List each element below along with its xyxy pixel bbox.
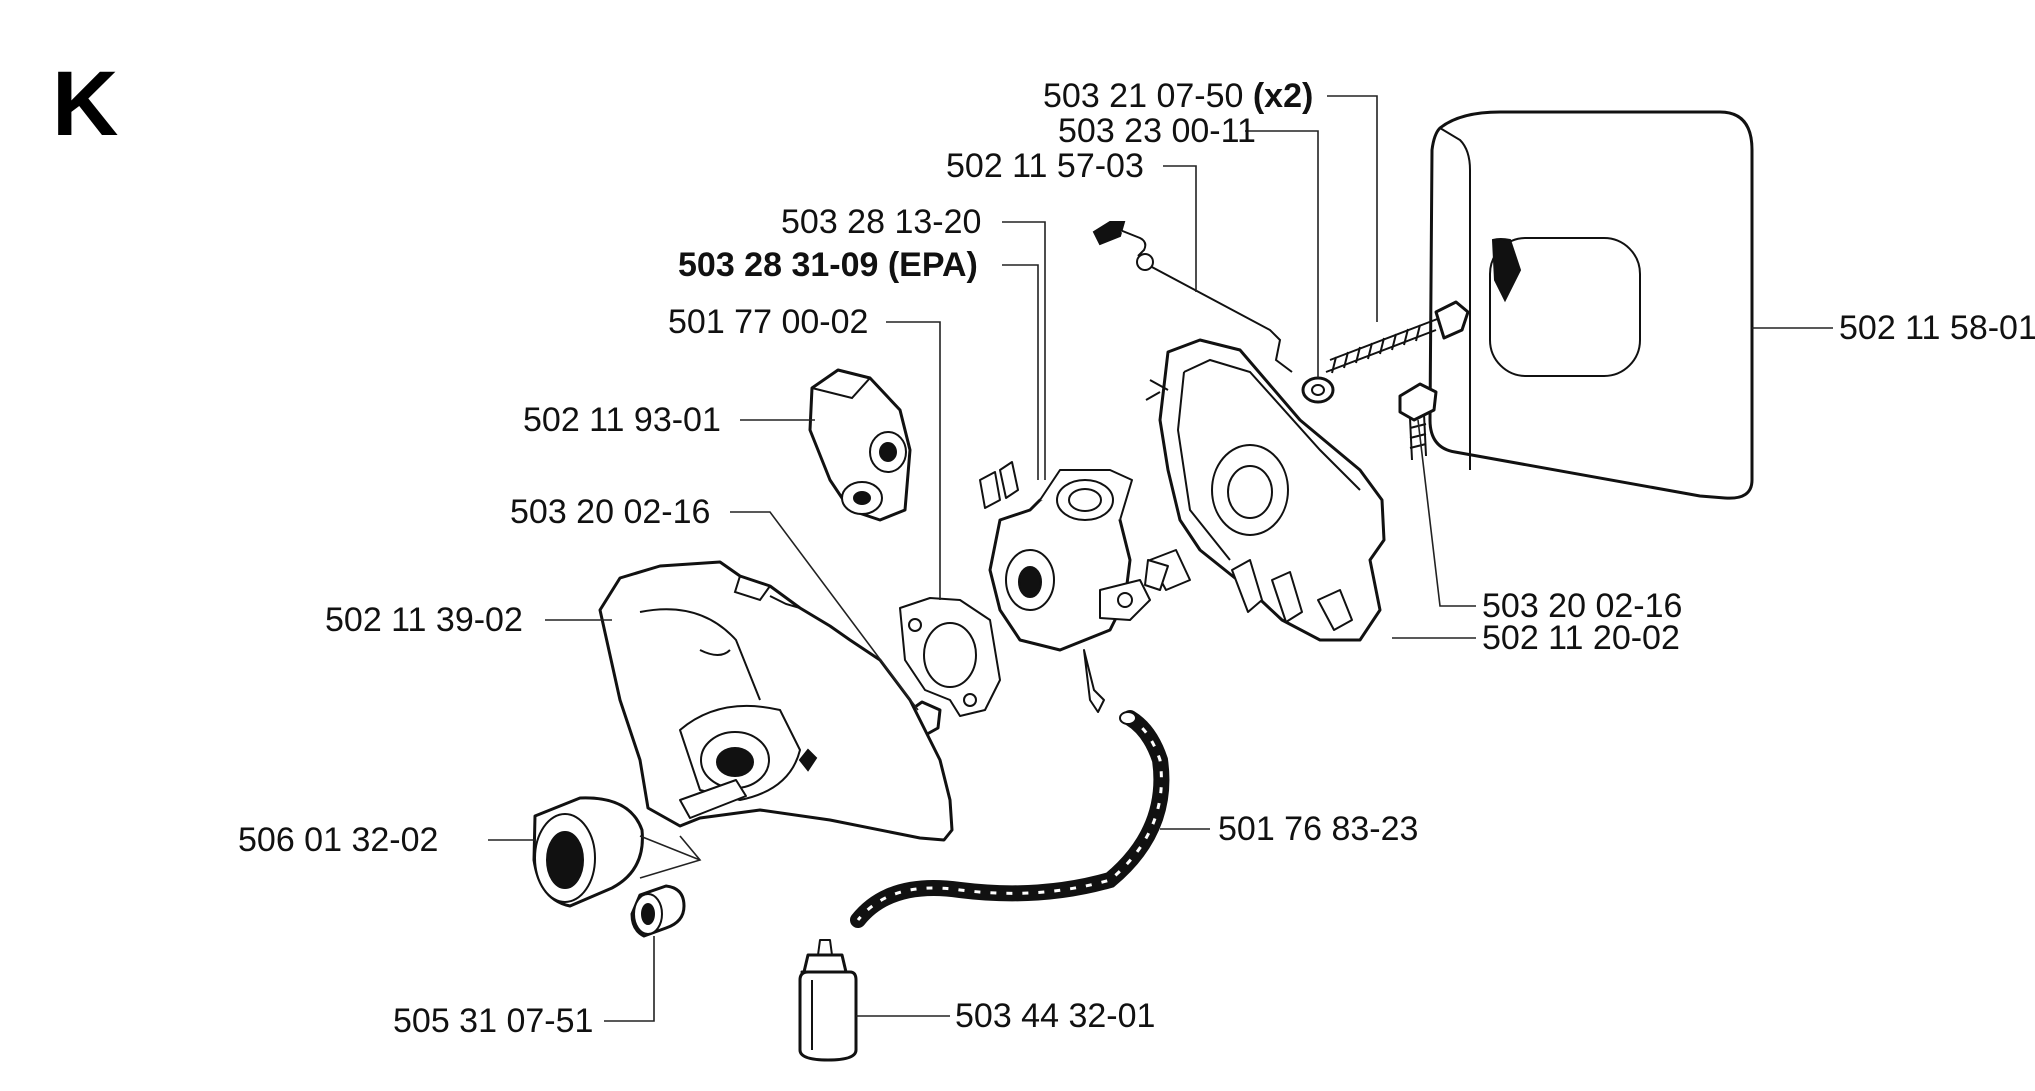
label-intake-elbow: 502 11 93-01: [523, 401, 721, 439]
label-screw-right: 503 20 02-16: [1482, 587, 1682, 625]
carburetor-drawing: [979, 461, 1169, 713]
fuel-filter-drawing: [798, 939, 858, 1062]
label-screw-x2: 503 21 07-50 (x2): [1043, 77, 1313, 115]
gasket-drawing: [899, 597, 1001, 717]
long-screw-drawing: [1325, 300, 1470, 374]
label-gasket: 501 77 00-02: [668, 303, 868, 341]
washer-drawing: [1301, 376, 1335, 404]
label-air-filter: 502 11 58-01: [1839, 309, 2035, 347]
label-carburetor: 503 28 13-20: [781, 203, 981, 241]
intake-elbow-drawing: [808, 368, 912, 522]
air-filter-holder-drawing: [598, 560, 954, 842]
part-labels: 503 21 07-50 (x2) 503 23 00-11 502 11 57…: [238, 77, 2035, 1040]
label-air-filter-holder: 502 11 39-02: [325, 601, 523, 639]
label-choke-rod: 502 11 57-03: [946, 147, 1144, 185]
sleeve-drawing: [532, 796, 644, 908]
label-fuel-hose: 501 76 83-23: [1218, 810, 1418, 848]
label-screw-x2-qty: (x2): [1253, 77, 1313, 115]
label-screw-x2-number: 503 21 07-50: [1043, 77, 1243, 115]
label-sleeve: 506 01 32-02: [238, 821, 438, 859]
bushing-drawing: [630, 884, 686, 938]
choke-rod-drawing: [1092, 221, 1293, 373]
label-fuel-filter: 503 44 32-01: [955, 997, 1155, 1035]
label-bushing: 505 31 07-51: [393, 1002, 593, 1040]
label-screw-left: 503 20 02-16: [510, 493, 710, 531]
label-carburetor-epa: 503 28 31-09 (EPA): [678, 246, 978, 284]
fuel-hose-drawing: [850, 710, 1170, 928]
right-screw-drawing: [1398, 382, 1438, 461]
section-letter: K: [52, 53, 118, 155]
air-filter-drawing: [1428, 110, 1754, 500]
leader-lines: [488, 95, 1833, 1022]
filter-base-drawing: [1145, 338, 1386, 642]
label-washer: 503 23 00-11: [1058, 112, 1256, 150]
label-filter-base: 502 11 20-02: [1482, 619, 1680, 657]
